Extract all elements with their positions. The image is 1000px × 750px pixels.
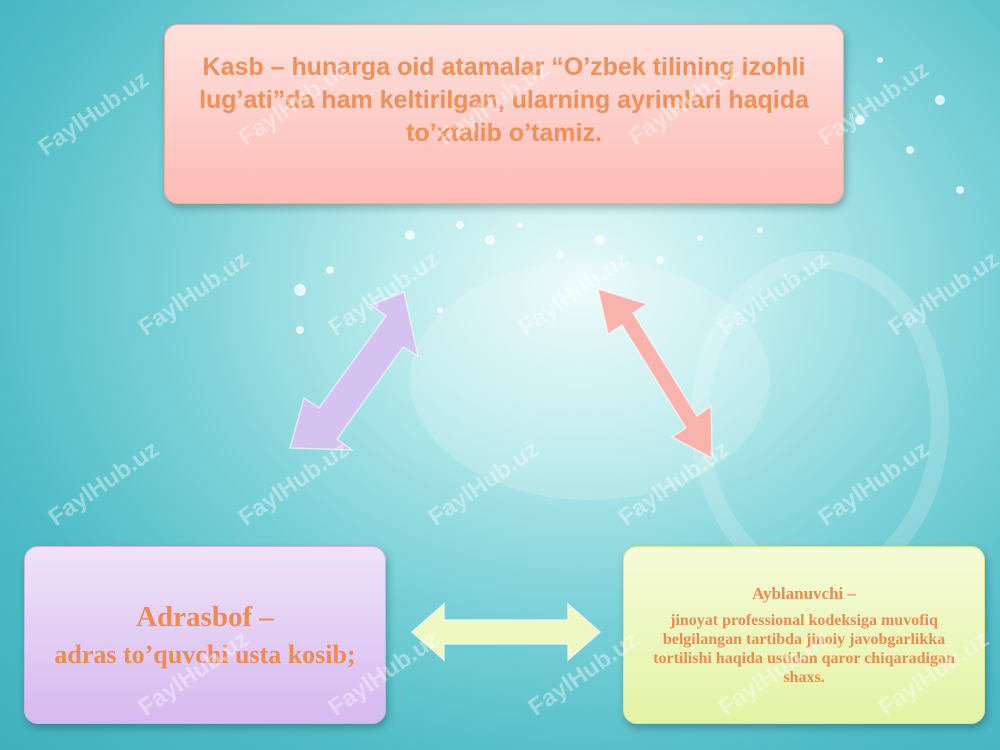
- right-box-body: jinoyat professional kodeksiga muvofiq b…: [653, 612, 955, 686]
- left-box-body: adras to’quvchi usta kosib;: [54, 640, 356, 669]
- left-box-title: Adrasbof –: [136, 601, 274, 633]
- right-definition-box: Ayblanuvchi – jinoyat professional kodek…: [623, 546, 985, 724]
- right-box-title: Ayblanuvchi –: [751, 584, 857, 603]
- left-definition-box: Adrasbof – adras to’quvchi usta kosib;: [24, 546, 386, 724]
- top-box-text: Kasb – hunarga oid atamalar “O’zbek tili…: [199, 52, 809, 147]
- top-definition-box: Kasb – hunarga oid atamalar “O’zbek tili…: [164, 24, 844, 204]
